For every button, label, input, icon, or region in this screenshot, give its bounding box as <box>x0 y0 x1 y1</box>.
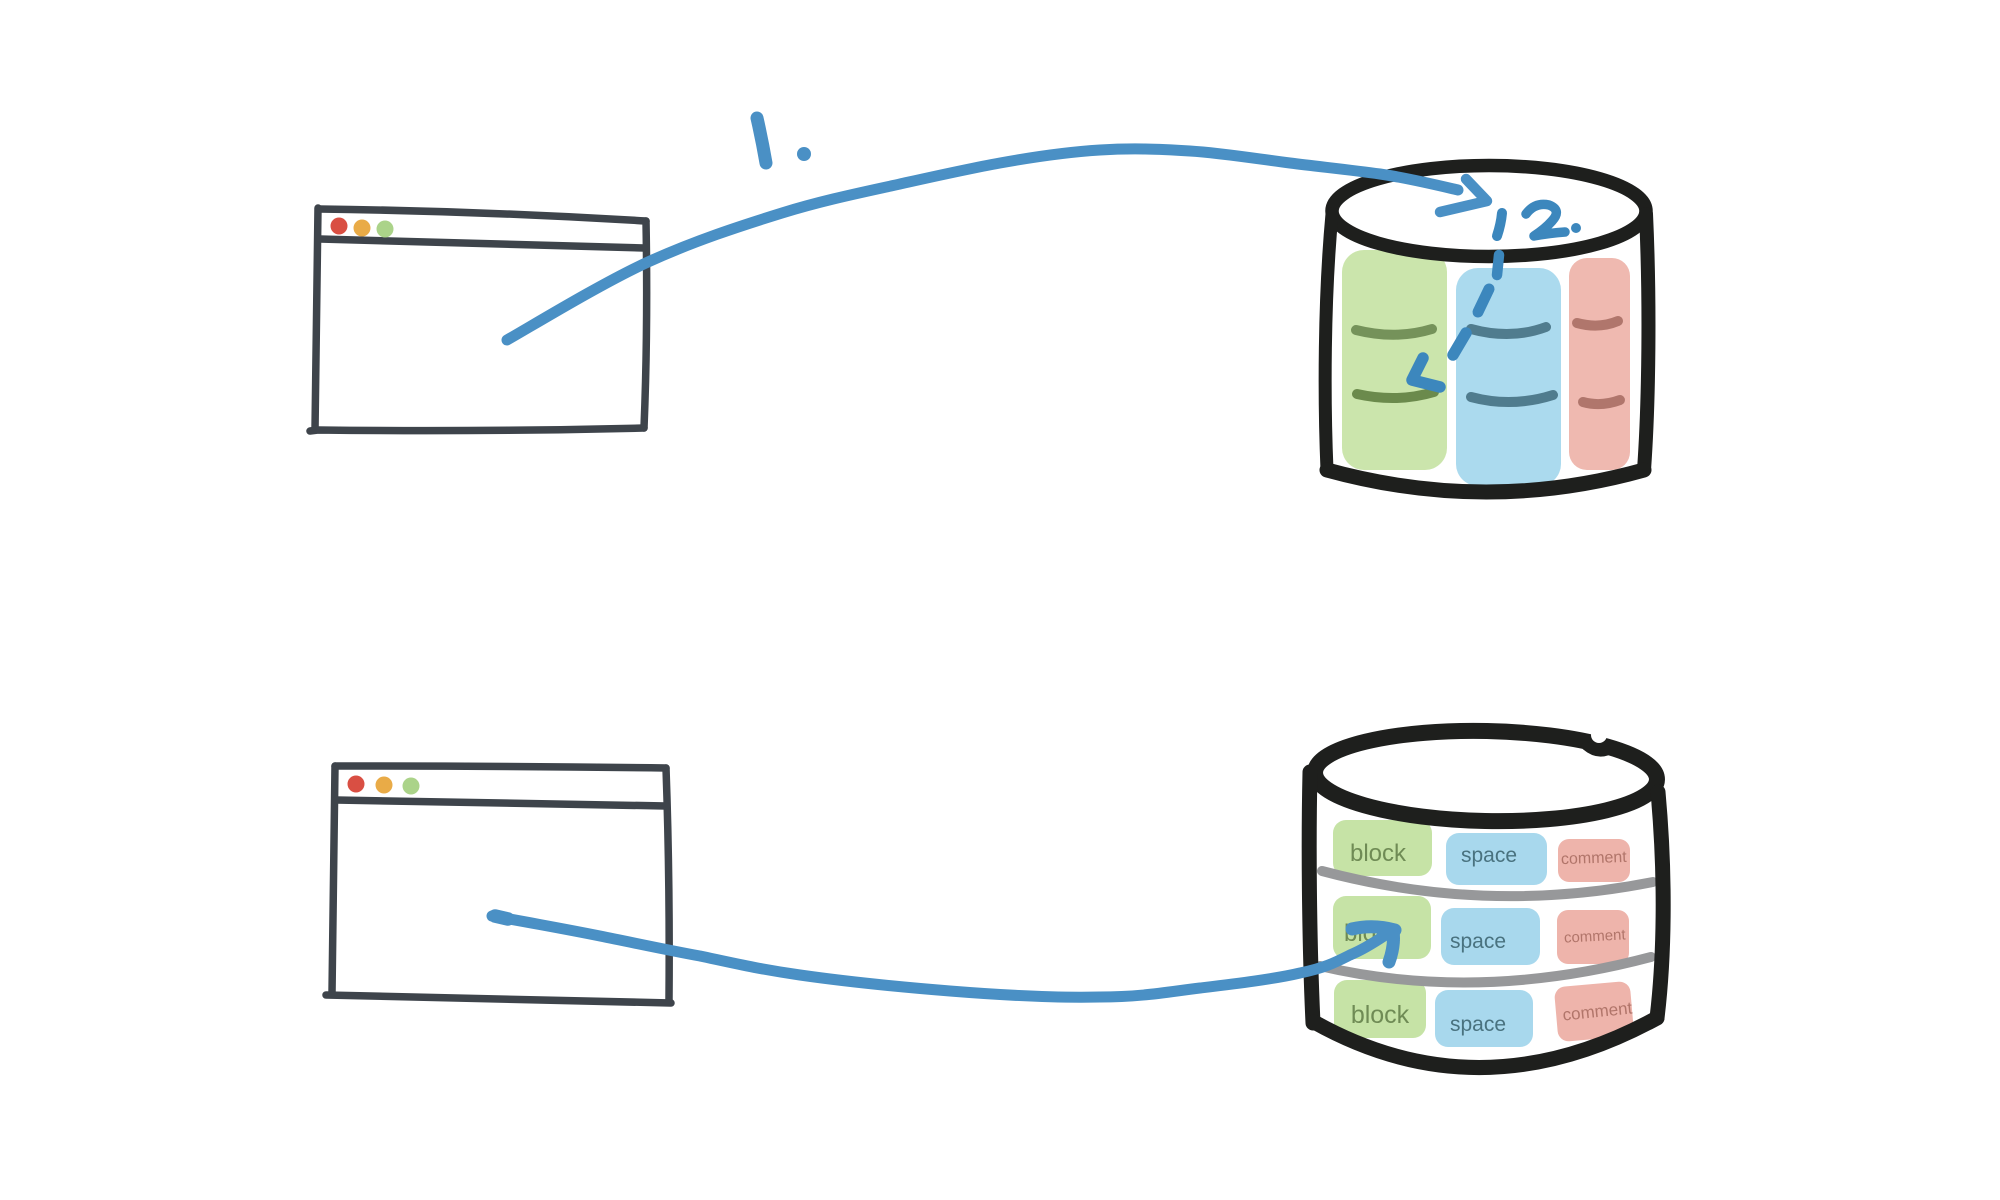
svg-text:block: block <box>1351 1001 1410 1029</box>
svg-text:block: block <box>1350 840 1407 867</box>
svg-text:comment: comment <box>1561 849 1628 868</box>
svg-text:comment: comment <box>1564 926 1627 946</box>
svg-text:space: space <box>1450 1013 1506 1036</box>
svg-text:space: space <box>1450 930 1506 953</box>
svg-text:space: space <box>1461 844 1517 867</box>
